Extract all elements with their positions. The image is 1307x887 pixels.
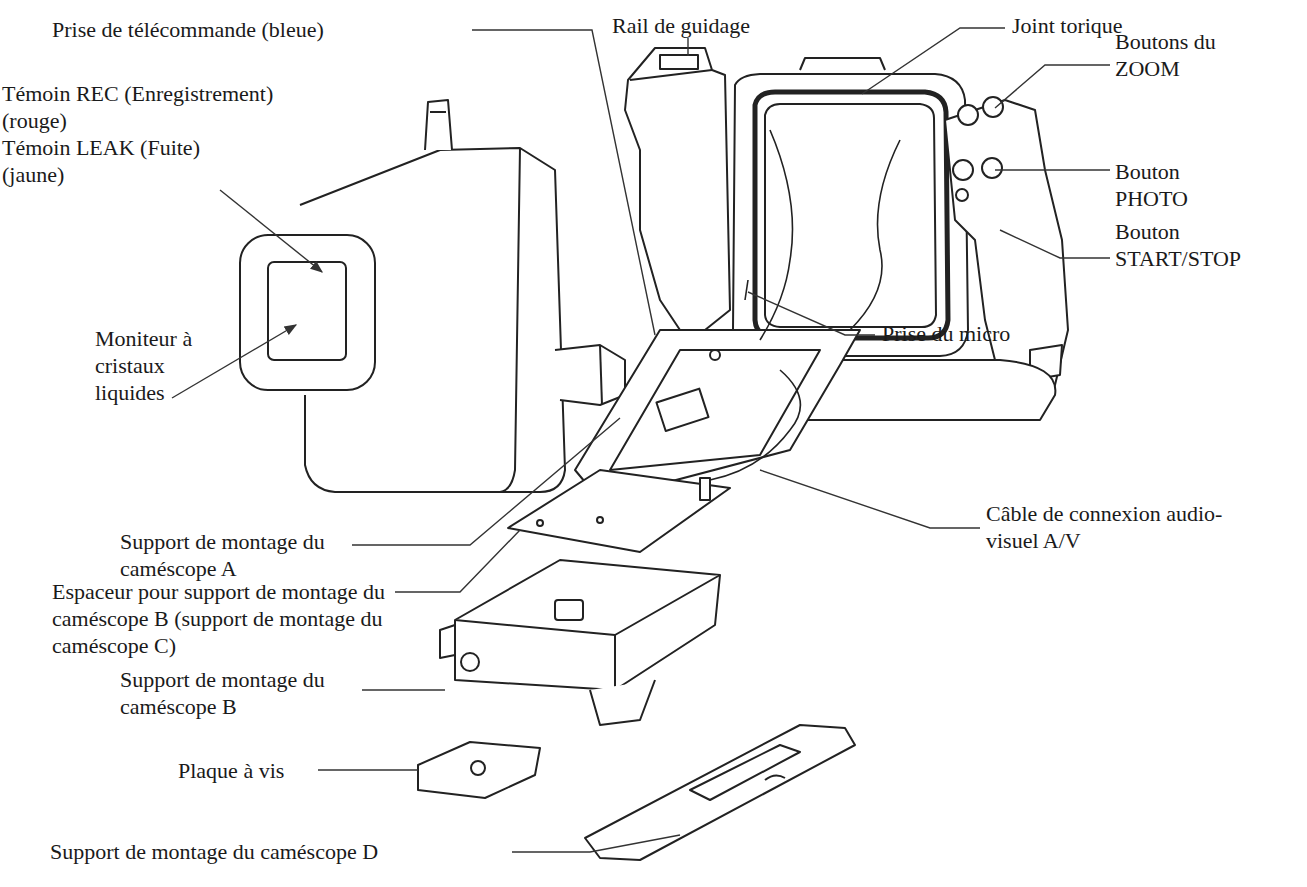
- part-label: Support de montage du caméscope A: [120, 528, 360, 582]
- part-label: Bouton START/STOP: [1115, 218, 1305, 272]
- part-label: Prise de télécommande (bleue): [52, 16, 482, 43]
- part-label: Rail de guidage: [612, 12, 782, 39]
- part-label: Moniteur à cristaux liquides: [95, 325, 220, 406]
- part-label: Espaceur pour support de montage du camé…: [52, 578, 397, 659]
- part-label: Câble de connexion audio-visuel A/V: [986, 500, 1236, 554]
- part-label: Support de montage du caméscope B: [120, 666, 365, 720]
- part-label: Support de montage du caméscope D: [50, 838, 530, 865]
- part-label: Bouton PHOTO: [1115, 158, 1245, 212]
- part-label: Témoin REC (Enregistrement) (rouge): [2, 80, 302, 134]
- part-label: Plaque à vis: [178, 757, 328, 784]
- part-label: Boutons du ZOOM: [1115, 28, 1285, 82]
- part-label: Témoin LEAK (Fuite) (jaune): [2, 134, 232, 188]
- part-label: Prise du micro: [882, 320, 1082, 347]
